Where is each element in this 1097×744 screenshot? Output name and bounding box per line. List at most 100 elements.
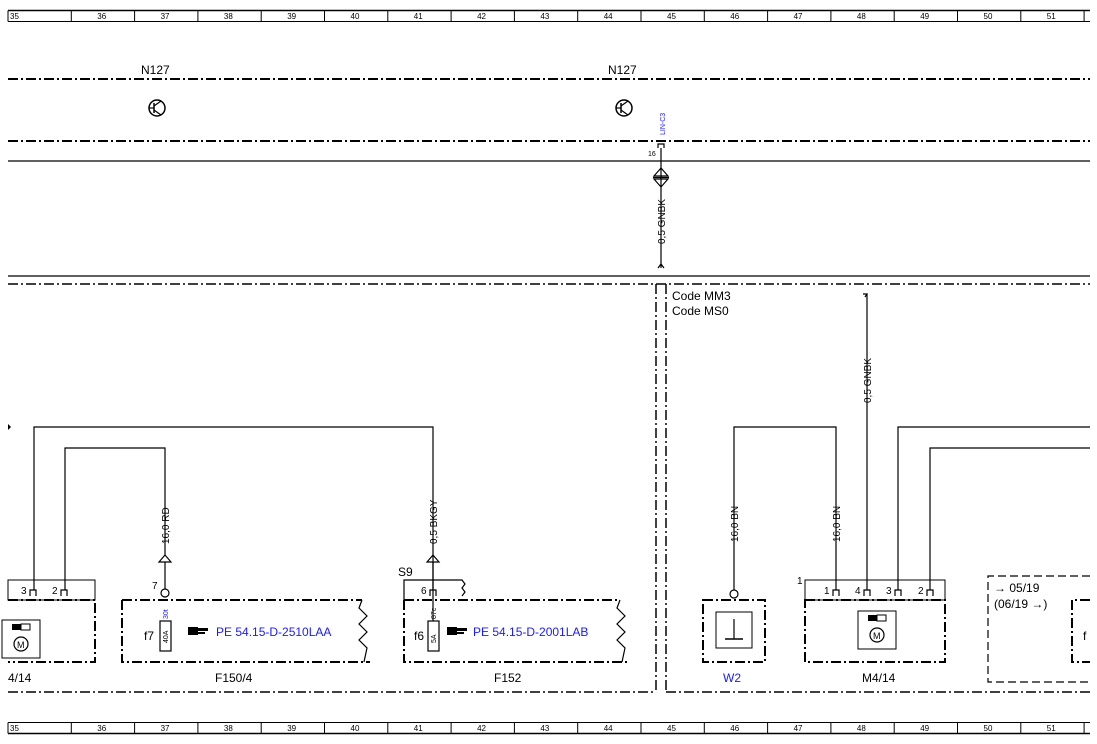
f152-label: F152 bbox=[494, 671, 522, 685]
ruler-column-label: 37 bbox=[161, 12, 170, 21]
lin-wire-label: 0,5 GNBK bbox=[657, 199, 668, 244]
left-module-arrow bbox=[8, 424, 11, 430]
m4-14-connector bbox=[804, 579, 946, 601]
ruler-column-label: 35 bbox=[10, 12, 19, 21]
ruler-column-label: 38 bbox=[224, 724, 233, 733]
ruler-column-label: 37 bbox=[161, 724, 170, 733]
ruler-column-label: 35 bbox=[10, 724, 19, 733]
code-mm3-label: Code MM3 bbox=[672, 289, 731, 303]
ruler-column-label: 39 bbox=[287, 724, 296, 733]
connector-arrows-icon bbox=[652, 167, 670, 188]
ruler-column-label: 43 bbox=[540, 12, 549, 21]
ruler-column-label: 51 bbox=[1047, 12, 1056, 21]
w2-wire-label: 16,0 BN bbox=[730, 506, 741, 542]
version-to-label: (06/19 →) bbox=[994, 597, 1047, 611]
pointing-hand-icon bbox=[188, 627, 208, 635]
ruler-column-label: 49 bbox=[920, 12, 929, 21]
left-module-pin-3: 3 bbox=[21, 586, 27, 597]
f150-label: F150/4 bbox=[215, 671, 253, 685]
f152-fuse-terminal: 87c bbox=[431, 607, 438, 619]
ruler-column-label: 48 bbox=[857, 724, 866, 733]
m4-14-pin-3: 3 bbox=[886, 586, 892, 597]
bottom-ruler: 35363738394041424344454647484950515 bbox=[7, 722, 1090, 735]
pointing-hand-icon bbox=[447, 627, 467, 635]
w2-label[interactable]: W2 bbox=[723, 671, 741, 685]
f152-reference-link[interactable]: PE 54.15-D-2001LAB bbox=[473, 625, 588, 639]
ruler-column-label: 45 bbox=[667, 724, 676, 733]
f150-housing-break bbox=[358, 599, 368, 663]
code-ms0-label: Code MS0 bbox=[672, 304, 729, 318]
f152-fuse-rating: 5A bbox=[431, 634, 438, 643]
f152-pin-symbol bbox=[429, 589, 437, 596]
left-outer-wire bbox=[33, 426, 434, 590]
f150-fuse-terminal[interactable]: 30t bbox=[163, 609, 170, 619]
transistor-symbol-left bbox=[148, 99, 166, 117]
ruler-column-label: 38 bbox=[224, 12, 233, 21]
ruler-column-label: 47 bbox=[794, 12, 803, 21]
m4-14-pin-symbol bbox=[832, 589, 840, 596]
transistor-symbol-right bbox=[615, 99, 633, 117]
ruler-column-label: 46 bbox=[730, 724, 739, 733]
version-fragment-label: f bbox=[1083, 629, 1087, 643]
left-module-label: 4/14 bbox=[8, 671, 32, 685]
ruler-column-label: 51 bbox=[1047, 724, 1056, 733]
m4-14-connector-pin: 1 bbox=[797, 576, 803, 587]
f150-wire-label: 16,0 RD bbox=[161, 507, 172, 544]
lin-pin-symbol bbox=[657, 143, 665, 148]
f152-fuse-name: f6 bbox=[414, 629, 424, 643]
ruler-column-label: 46 bbox=[730, 12, 739, 21]
m4-14-wire-3 bbox=[897, 426, 1090, 590]
ruler-column-label: 36 bbox=[97, 724, 106, 733]
ruler-column-label: 42 bbox=[477, 724, 486, 733]
ruler-column-label: 42 bbox=[477, 12, 486, 21]
n127-left-label: N127 bbox=[141, 63, 170, 77]
left-module-housing bbox=[8, 599, 96, 663]
right-gnbk-wire-label: 0,5 GNBK bbox=[863, 358, 874, 403]
f150-pin-number: 7 bbox=[152, 581, 158, 592]
f150-fuse-name: f7 bbox=[144, 629, 154, 643]
svg-text:M: M bbox=[873, 631, 881, 641]
ruler-column-label: 48 bbox=[857, 12, 866, 21]
m4-14-pin-1: 1 bbox=[824, 586, 830, 597]
ruler-column-label: 41 bbox=[414, 724, 423, 733]
m4-14-pin-symbol bbox=[863, 589, 871, 596]
ruler-column-label: 39 bbox=[287, 12, 296, 21]
n127-right-label: N127 bbox=[608, 63, 637, 77]
m4-14-pin-4: 4 bbox=[855, 586, 861, 597]
f150-connector-arrow bbox=[157, 554, 173, 563]
w2-housing bbox=[702, 599, 766, 663]
ruler-column-label: 47 bbox=[794, 724, 803, 733]
m4-14-wire-2 bbox=[929, 447, 1090, 590]
ruler-column-label: 44 bbox=[604, 12, 613, 21]
f152-housing bbox=[403, 599, 628, 663]
motor-icon: M bbox=[1, 619, 41, 659]
ruler-column-label: 50 bbox=[984, 12, 993, 21]
left-module-pin-2: 2 bbox=[52, 586, 58, 597]
ruler-column-label: 43 bbox=[540, 724, 549, 733]
f150-housing bbox=[121, 599, 370, 663]
f152-pin-number: 6 bbox=[421, 586, 427, 597]
ruler-column-label: 41 bbox=[414, 12, 423, 21]
w2-terminal bbox=[729, 589, 739, 599]
ruler-column-label: 36 bbox=[97, 12, 106, 21]
version-inner-box bbox=[1071, 599, 1090, 663]
ground-icon bbox=[725, 619, 743, 640]
m4-14-housing bbox=[804, 599, 946, 663]
f152-wire-label: 0,5 BKGY bbox=[429, 499, 440, 544]
m4-14-pin-symbol bbox=[926, 589, 934, 596]
left-inner-wire bbox=[64, 447, 166, 590]
f150-fuse-symbol bbox=[159, 620, 172, 652]
left-module-pin-2-symbol bbox=[60, 589, 68, 596]
lin-c3-label[interactable]: LIN-C3 bbox=[660, 113, 667, 135]
f150-reference-link[interactable]: PE 54.15-D-2510LAA bbox=[216, 625, 331, 639]
svg-text:M: M bbox=[17, 640, 25, 650]
left-module-pin-3-symbol bbox=[29, 589, 37, 596]
m4-14-label: M4/14 bbox=[862, 671, 896, 685]
ruler-column-label: 50 bbox=[984, 724, 993, 733]
w2-wire bbox=[733, 426, 837, 590]
ruler-column-label: 40 bbox=[351, 724, 360, 733]
f150-terminal bbox=[160, 588, 170, 598]
f152-connector-label: S9 bbox=[398, 565, 413, 579]
version-box bbox=[987, 575, 1090, 683]
